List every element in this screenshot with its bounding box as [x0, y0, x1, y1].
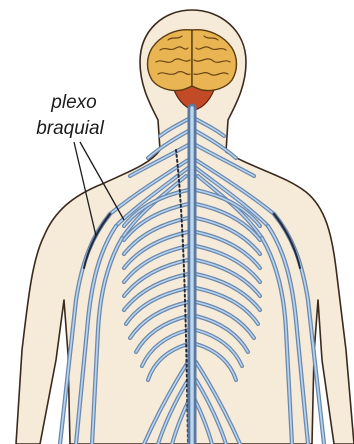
brachial-plexus-label-line1: plexo: [50, 92, 96, 113]
brachial-plexus-label-line2: braquial: [36, 118, 104, 139]
